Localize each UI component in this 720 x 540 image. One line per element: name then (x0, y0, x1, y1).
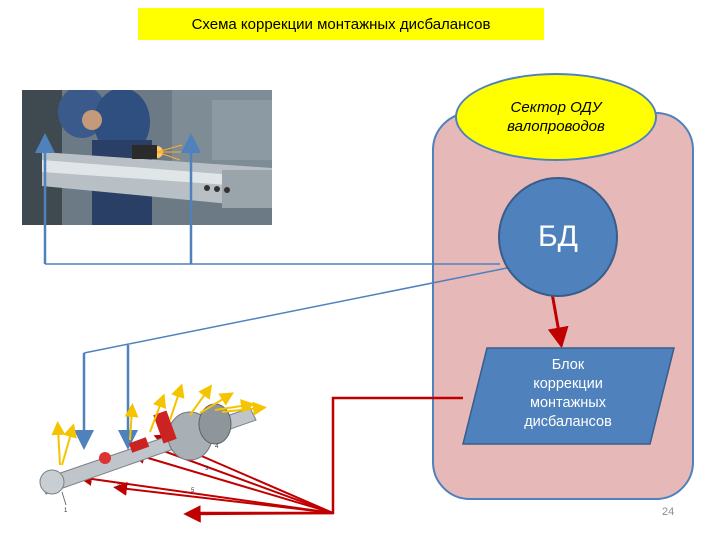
feedback-arrow-1 (131, 450, 334, 514)
imbalance-arrow-8 (221, 401, 267, 416)
page-number: 24 (662, 506, 675, 518)
imbalance-arrow-7 (214, 399, 255, 413)
imbalance-arrow-1 (51, 421, 66, 466)
sector-label-line1: Сектор ОДУ (510, 99, 602, 116)
db-to-shaft-line (83, 267, 508, 354)
shaft-label-5: 5 (191, 488, 195, 494)
imbalance-arrow-5 (189, 384, 213, 416)
sector-odu-ellipse: Сектор ОДУ валопроводов (455, 73, 657, 161)
shaft-label-4: 4 (215, 444, 219, 450)
correction-line-2: коррекции (533, 376, 603, 392)
correction-line-3: монтажных (530, 395, 606, 411)
imbalance-arrow-6 (199, 392, 234, 414)
database-label: БД (537, 220, 578, 253)
imbalance-arrow-3 (149, 393, 167, 433)
shaft-label-3: 3 (205, 466, 209, 472)
imbalance-arrow-2 (61, 423, 77, 466)
feedback-arrow-5 (113, 481, 334, 514)
correction-line-1: Блок (551, 357, 585, 373)
correction-line-4: дисбалансов (524, 414, 612, 430)
feedback-arrow-main (183, 505, 334, 523)
imbalance-arrow-9 (124, 403, 139, 441)
correction-block-label: Блок коррекции монтажных дисбалансов (486, 356, 650, 432)
imbalance-arrow-4 (169, 383, 185, 421)
database-circle: БД (498, 177, 618, 297)
workshop-photo-drawing (22, 90, 272, 225)
db-to-block-arrow (547, 292, 569, 349)
shaft-label-1: 1 (64, 508, 68, 514)
correction-block-shape (462, 347, 675, 445)
shaft-diagram (39, 403, 257, 495)
shaft-label-2: 2 (117, 484, 121, 490)
page-title: Схема коррекции монтажных дисбалансов (138, 8, 544, 40)
workshop-photo (22, 90, 272, 225)
sector-label-line2: валопроводов (507, 118, 605, 135)
